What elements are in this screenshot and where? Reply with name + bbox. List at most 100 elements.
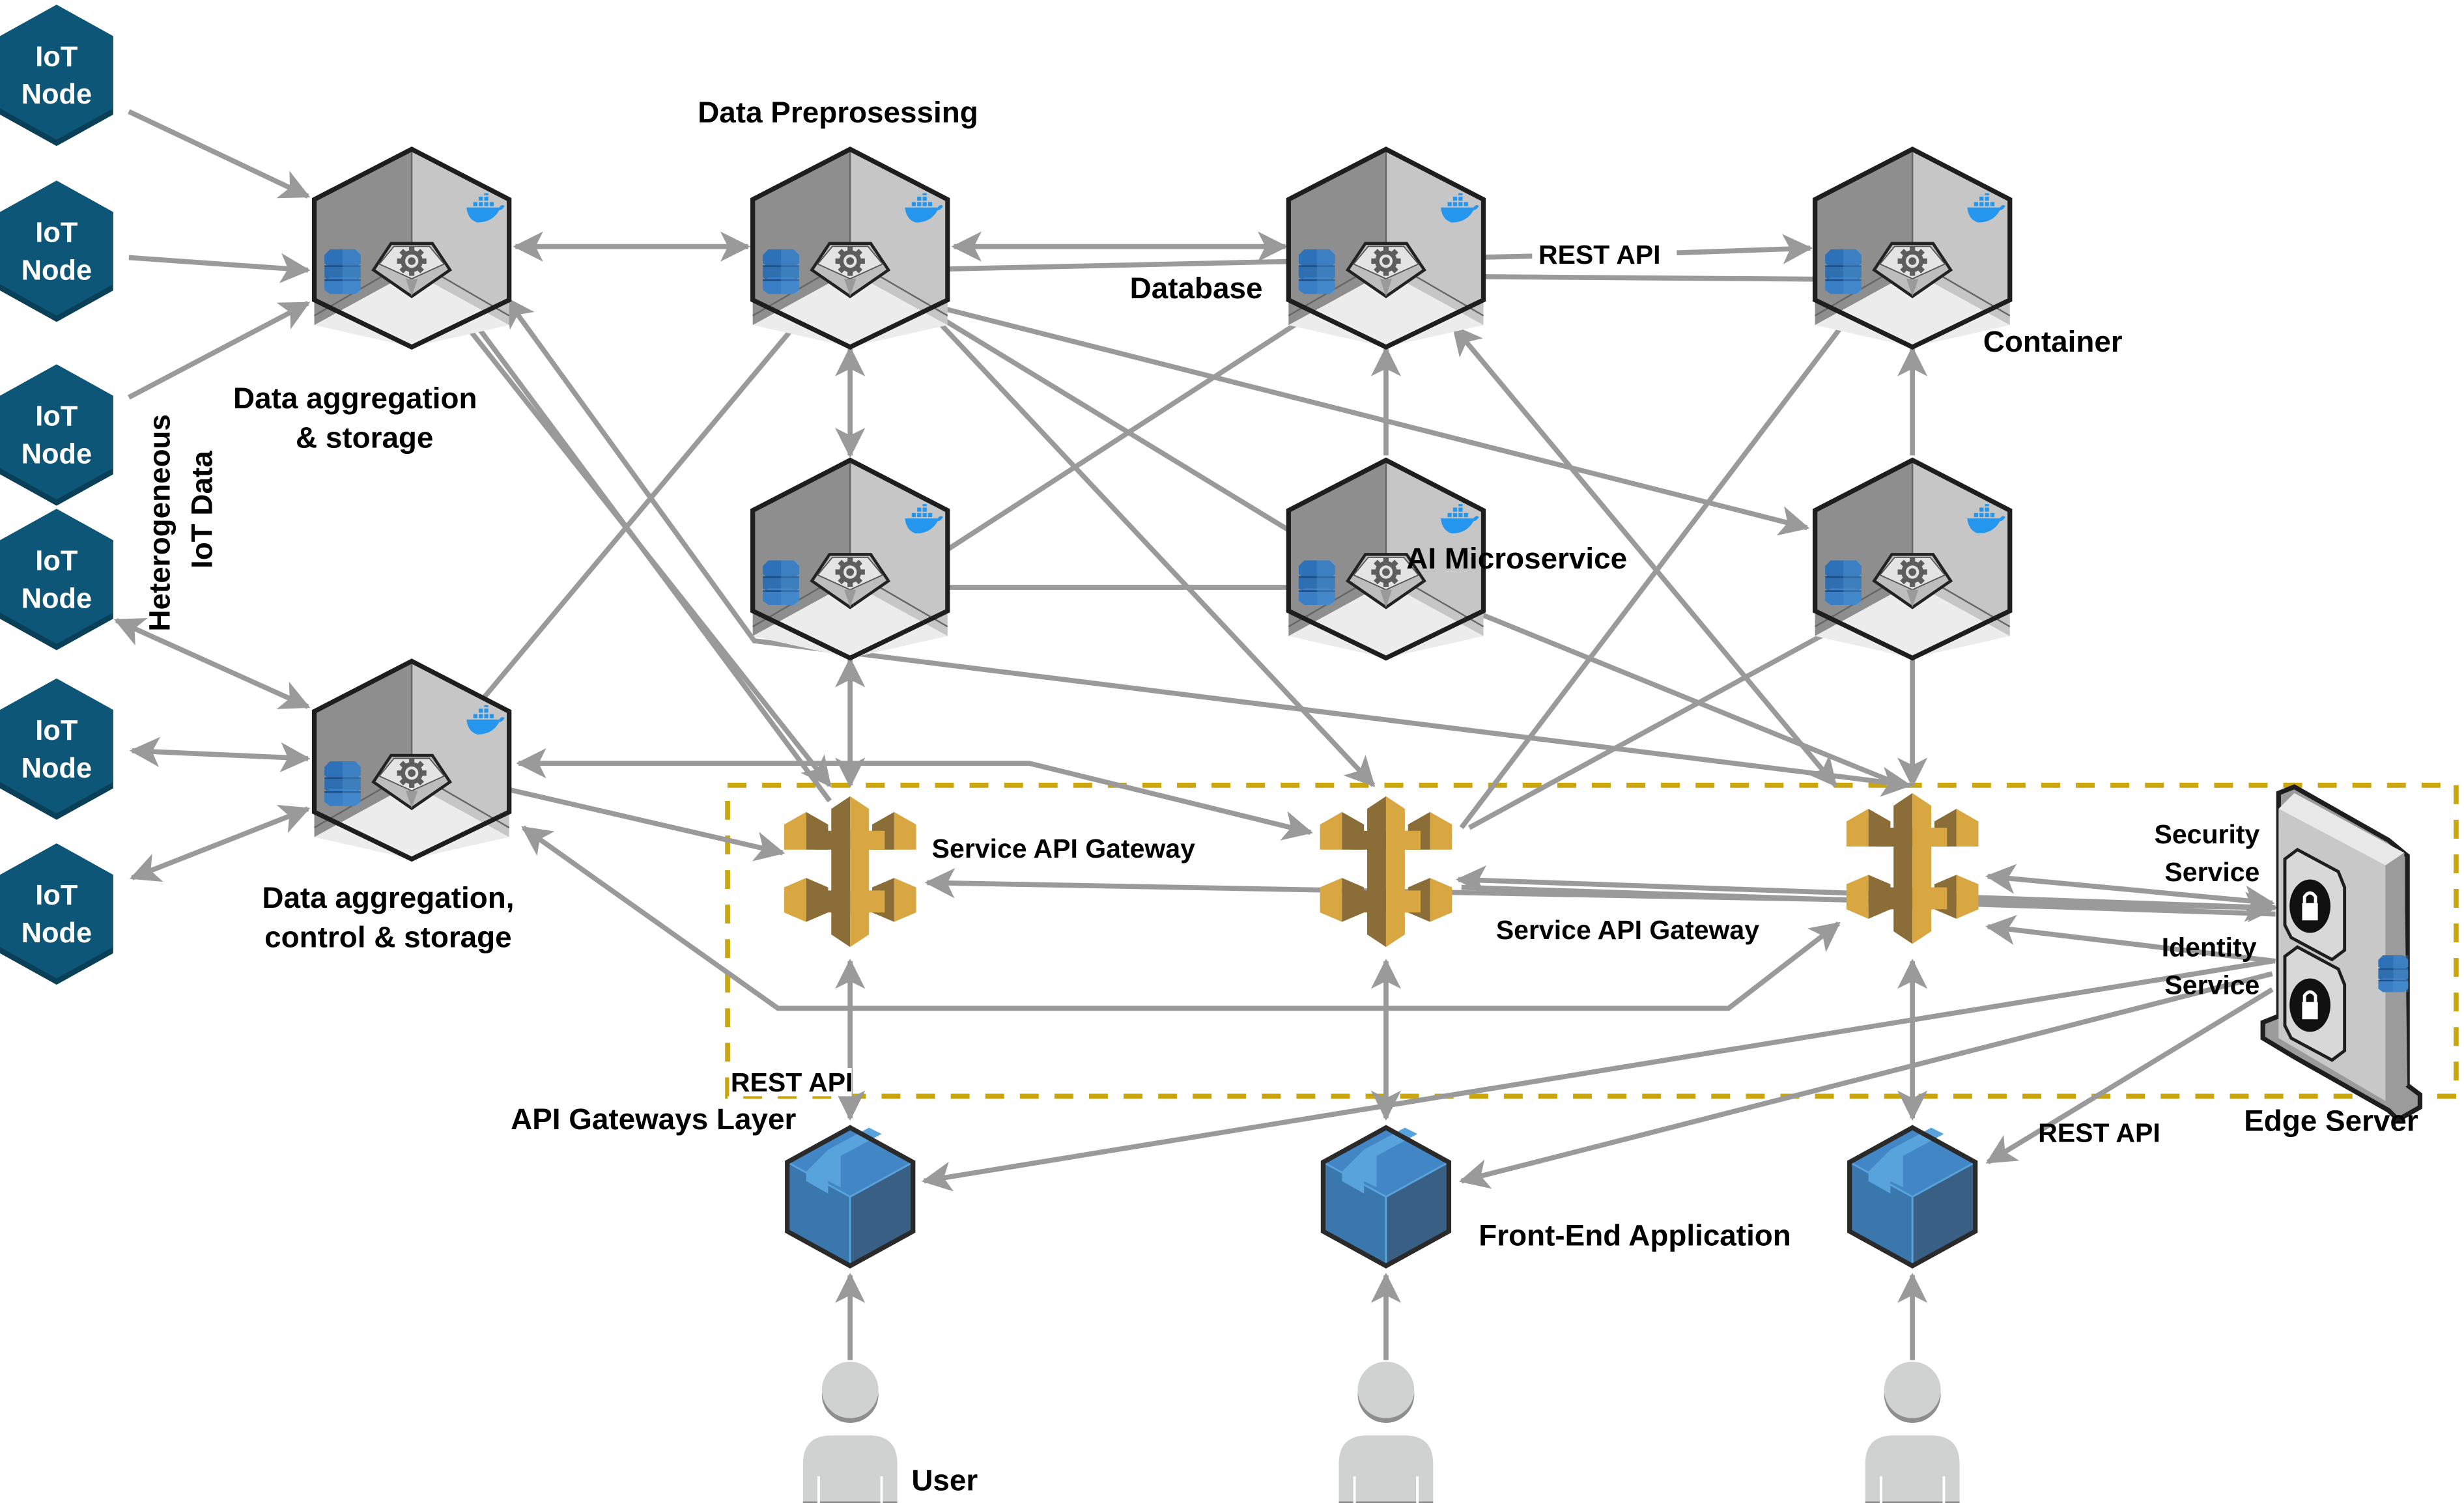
security-service-label: Security	[2155, 819, 2260, 849]
connection-arrow	[129, 737, 311, 773]
connection-arrow	[114, 617, 311, 709]
heterogeneous-iot-data-label: Heterogeneous	[143, 414, 177, 632]
container-container[interactable]	[1815, 149, 2010, 347]
database-label: Database	[1130, 272, 1263, 305]
iot-node-label: Node	[21, 79, 92, 110]
user-icon[interactable]	[1863, 1360, 1961, 1503]
front-end-app-icon[interactable]	[1850, 1128, 1975, 1266]
service-api-gateway-label: Service API Gateway	[1496, 915, 1759, 945]
edge-server[interactable]	[2260, 784, 2423, 1123]
database-icon	[1824, 248, 1863, 295]
api-gateways	[784, 793, 1979, 948]
data-preprocessing-label: Data Preprosessing	[698, 96, 978, 129]
iot-node-label: IoT	[35, 545, 78, 576]
iot-node-label: IoT	[35, 715, 78, 746]
container-agg-control-storage[interactable]	[315, 661, 509, 859]
rest-api-label: REST API	[2038, 1117, 2160, 1147]
connection-arrow	[510, 787, 786, 862]
iot-node[interactable]: IoT Node	[0, 5, 113, 147]
database-icon	[323, 760, 362, 808]
database-icon	[323, 248, 362, 295]
container-mid-right[interactable]	[1815, 460, 2010, 658]
database-icon	[1824, 559, 1863, 606]
security-service-label: Service	[2164, 857, 2259, 887]
container-preprocessing[interactable]	[753, 149, 948, 347]
connection-arrow	[1439, 261, 1871, 295]
database-icon	[761, 248, 800, 295]
agg-control-storage-label: Data aggregation,	[262, 881, 514, 914]
agg-control-storage-label: control & storage	[264, 920, 511, 953]
labels: Heterogeneous IoT Data Data aggregation …	[143, 96, 2418, 1497]
connection-arrow	[921, 959, 2273, 1192]
iot-node-label: IoT	[35, 401, 78, 432]
iot-node-label: IoT	[35, 880, 78, 911]
connection-arrow	[1467, 607, 1873, 830]
identity-service-lock[interactable]	[2283, 945, 2347, 1062]
api-gateway-icon[interactable]	[784, 796, 916, 948]
iot-node-label: Node	[21, 255, 92, 286]
connection-arrow	[1985, 914, 2276, 964]
front-end-app-icon[interactable]	[1323, 1128, 1449, 1266]
connection-arrow	[1985, 987, 2274, 1164]
rest-api-label: REST API	[1538, 240, 1661, 270]
connection-arrow	[128, 301, 311, 400]
identity-service-label: Identity	[2162, 933, 2257, 962]
iot-node-label: Node	[21, 438, 92, 470]
connections	[114, 109, 2278, 1360]
connection-arrow	[1985, 864, 2275, 916]
front-end-applications	[787, 1128, 1975, 1266]
security-service-lock[interactable]	[2283, 847, 2347, 962]
connection-arrow	[130, 804, 311, 882]
rest-api-label: REST API	[731, 1067, 853, 1097]
user-icon[interactable]	[801, 1360, 899, 1503]
container-agg-storage[interactable]	[315, 149, 509, 347]
database-icon	[2377, 954, 2409, 993]
database-icon	[1297, 559, 1337, 606]
iot-node[interactable]: IoT Node	[0, 678, 113, 820]
connection-arrow	[503, 296, 1912, 797]
connection-arrow	[521, 825, 1841, 1011]
iot-nodes: IoT Node IoT Node IoT Node IoT Node IoT …	[0, 5, 113, 985]
user-icon[interactable]	[1337, 1360, 1435, 1503]
connection-arrow	[901, 296, 1337, 580]
container-database[interactable]	[1288, 149, 1483, 347]
connection-arrow	[1451, 324, 1837, 787]
agg-storage-label: Data aggregation	[233, 382, 477, 415]
connection-arrow	[1677, 234, 1813, 264]
agg-storage-label: & storage	[296, 421, 433, 454]
front-end-app-icon[interactable]	[787, 1128, 913, 1266]
connection-arrow	[516, 748, 1313, 841]
identity-service-label: Service	[2164, 970, 2259, 1000]
connection-arrow	[1459, 293, 1867, 830]
front-end-application-label: Front-End Application	[1479, 1218, 1791, 1252]
api-gateway-icon[interactable]	[1320, 796, 1452, 948]
iot-node-label: Node	[21, 583, 92, 614]
api-gateway-icon[interactable]	[1846, 793, 1979, 944]
iot-node[interactable]: IoT Node	[0, 180, 113, 322]
container-mid-left[interactable]	[753, 460, 948, 658]
connection-arrow	[128, 253, 311, 283]
iot-node[interactable]: IoT Node	[0, 364, 113, 506]
iot-node[interactable]: IoT Node	[0, 843, 113, 985]
lock-icon	[2302, 891, 2318, 921]
connection-arrow	[1443, 596, 1903, 788]
heterogeneous-iot-data-label: IoT Data	[186, 451, 219, 569]
database-icon	[1297, 248, 1337, 295]
connection-arrow	[1459, 971, 2273, 1189]
api-gateways-layer-label: API Gateways Layer	[511, 1103, 796, 1136]
containers	[315, 149, 2010, 859]
ai-microservice-label: AI Microservice	[1406, 542, 1627, 575]
connection-arrow	[893, 288, 1340, 563]
lock-icon	[2302, 990, 2318, 1020]
iot-node-label: Node	[21, 918, 92, 949]
service-api-gateway-label: Service API Gateway	[932, 834, 1195, 864]
iot-node-label: IoT	[35, 41, 78, 72]
connection-arrow	[128, 109, 311, 199]
database-icon	[761, 559, 800, 606]
iot-node[interactable]: IoT Node	[0, 509, 113, 651]
iot-node-label: Node	[21, 753, 92, 784]
iot-node-label: IoT	[35, 217, 78, 248]
user-label: User	[911, 1464, 978, 1497]
edge-server-label: Edge Server	[2244, 1104, 2418, 1137]
